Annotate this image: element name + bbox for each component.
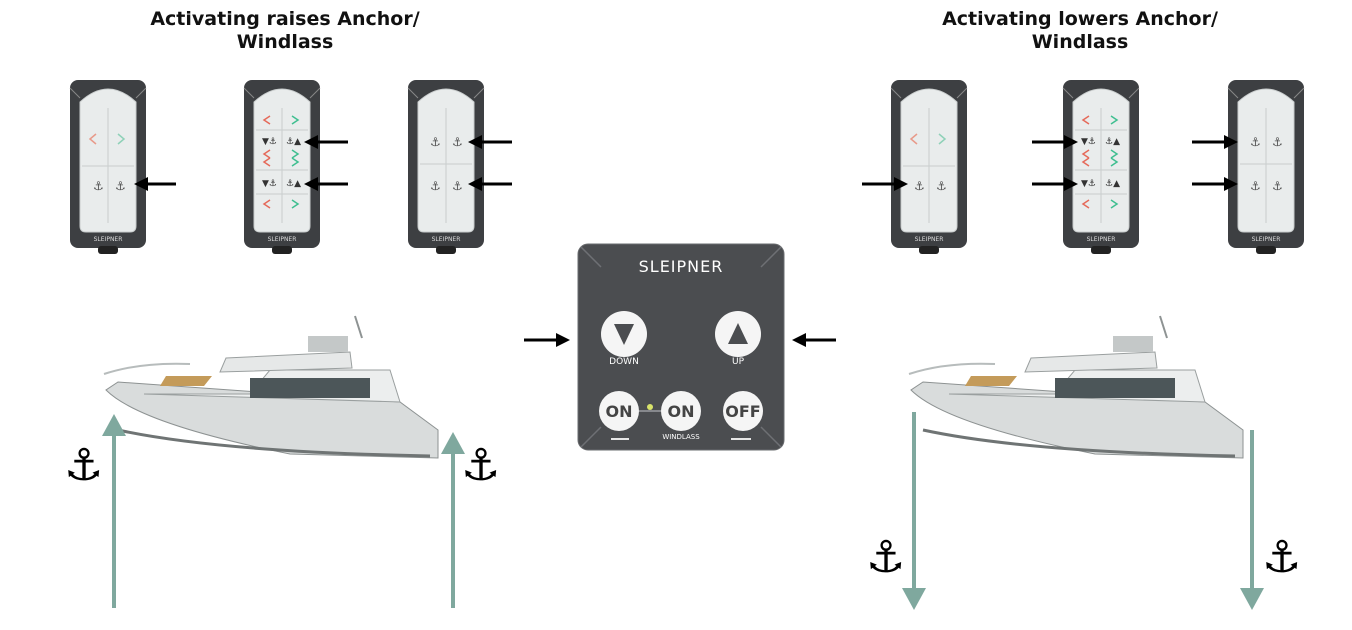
boat-left [103,315,439,459]
indicator-arrow-icon [468,177,512,191]
remote-simple-left: ⚓ ⚓ SLEIPNER [68,78,148,256]
remote-brand: SLEIPNER [1086,236,1116,243]
svg-text:▼⚓: ▼⚓ [1081,137,1096,147]
indicator-arrow-icon [134,177,176,191]
svg-text:▼⚓: ▼⚓ [262,179,277,189]
remote-multi-right-body: ▼⚓ ⚓▲ ▼⚓ ⚓▲ [1062,80,1140,254]
svg-text:⚓: ⚓ [1272,135,1283,149]
remote-anchor-right-body: ⚓ ⚓ ⚓ ⚓ [1227,80,1305,254]
remote-anchor-left-body: ⚓ ⚓ ⚓ ⚓ [407,80,485,254]
svg-text:⚓: ⚓ [1272,179,1283,193]
remote-multi-right: ▼⚓ ⚓▲ ▼⚓ ⚓▲ SLEIPNER [1061,78,1141,256]
svg-text:⚓: ⚓ [452,135,463,149]
up-arrow-icon [728,323,748,344]
svg-text:⚓▲: ⚓▲ [1105,137,1120,147]
svg-text:⚓▲: ⚓▲ [286,179,301,189]
anchor-icon: ⚓ [64,440,104,491]
remote-brand: SLEIPNER [1251,236,1281,243]
svg-text:⚓: ⚓ [1250,179,1261,193]
chain-up-arrow-left-stern [441,432,465,608]
boat-right [908,315,1244,459]
indicator-arrow-icon [304,177,348,191]
svg-text:⚓: ⚓ [452,179,463,193]
remote-simple-right: ⚓ ⚓ SLEIPNER [889,78,969,256]
anchor-icon: ⚓ [866,532,906,583]
svg-text:⚓▲: ⚓▲ [286,137,301,147]
svg-text:▼⚓: ▼⚓ [262,137,277,147]
on-button-2-label: ON [667,401,695,421]
off-button[interactable]: OFF [723,391,763,431]
svg-text:⚓: ⚓ [93,179,104,193]
chain-down-arrow-right-bow [902,412,926,610]
down-arrow-icon [614,324,634,345]
left-title: Activating raises Anchor/ Windlass [150,8,420,54]
chain-up-arrow-left-bow [102,414,126,608]
chain-down-arrow-right-stern [1240,430,1264,610]
remote-simple-right-body: ⚓ ⚓ [890,80,968,254]
svg-text:⚓: ⚓ [936,179,947,193]
panel-brand: SLEIPNER [638,257,724,276]
windlass-control-panel: SLEIPNER DOWN UP ON ON OFF WINDLASS [577,243,785,451]
remote-multi-left-body: ▼⚓ ⚓▲ ▼⚓ ⚓▲ [243,80,321,254]
remote-brand: SLEIPNER [914,236,944,243]
svg-text:⚓: ⚓ [1250,135,1261,149]
down-label: DOWN [609,357,639,367]
remote-brand: SLEIPNER [93,236,123,243]
indicator-arrow-icon [792,333,836,347]
indicator-arrow-icon [1032,135,1078,149]
indicator-arrow-icon [524,333,570,347]
indicator-arrow-icon [304,135,348,149]
remote-brand: SLEIPNER [431,236,461,243]
right-title-text: Activating lowers Anchor/ Windlass [942,8,1218,53]
indicator-arrow-icon [468,135,512,149]
right-title: Activating lowers Anchor/ Windlass [935,8,1225,54]
anchor-icon: ⚓ [461,440,501,491]
indicator-arrow-icon [1032,177,1078,191]
up-button[interactable] [715,311,761,357]
left-title-text: Activating raises Anchor/ Windlass [150,8,420,53]
remote-simple-left-body: ⚓ ⚓ [69,80,147,254]
svg-text:⚓: ⚓ [115,179,126,193]
remote-brand: SLEIPNER [267,236,297,243]
on-button-1-label: ON [605,401,633,421]
remote-multi-left: ▼⚓ ⚓▲ ▼⚓ ⚓▲ SLEIPNER [242,78,322,256]
on-button-1[interactable]: ON [599,391,639,431]
windlass-label: WINDLASS [662,433,700,441]
svg-text:⚓: ⚓ [430,179,441,193]
indicator-arrow-icon [1192,135,1238,149]
remote-anchor-right: ⚓ ⚓ ⚓ ⚓ SLEIPNER [1226,78,1306,256]
svg-text:▼⚓: ▼⚓ [1081,179,1096,189]
down-button[interactable] [601,311,647,357]
svg-text:⚓: ⚓ [430,135,441,149]
up-label: UP [731,357,744,367]
indicator-arrow-icon [1192,177,1238,191]
on-button-2[interactable]: ON [661,391,701,431]
indicator-arrow-icon [862,177,908,191]
svg-text:⚓▲: ⚓▲ [1105,179,1120,189]
remote-anchor-left: ⚓ ⚓ ⚓ ⚓ SLEIPNER [406,78,486,256]
off-button-label: OFF [725,401,761,421]
anchor-icon: ⚓ [1262,532,1302,583]
svg-text:⚓: ⚓ [914,179,925,193]
